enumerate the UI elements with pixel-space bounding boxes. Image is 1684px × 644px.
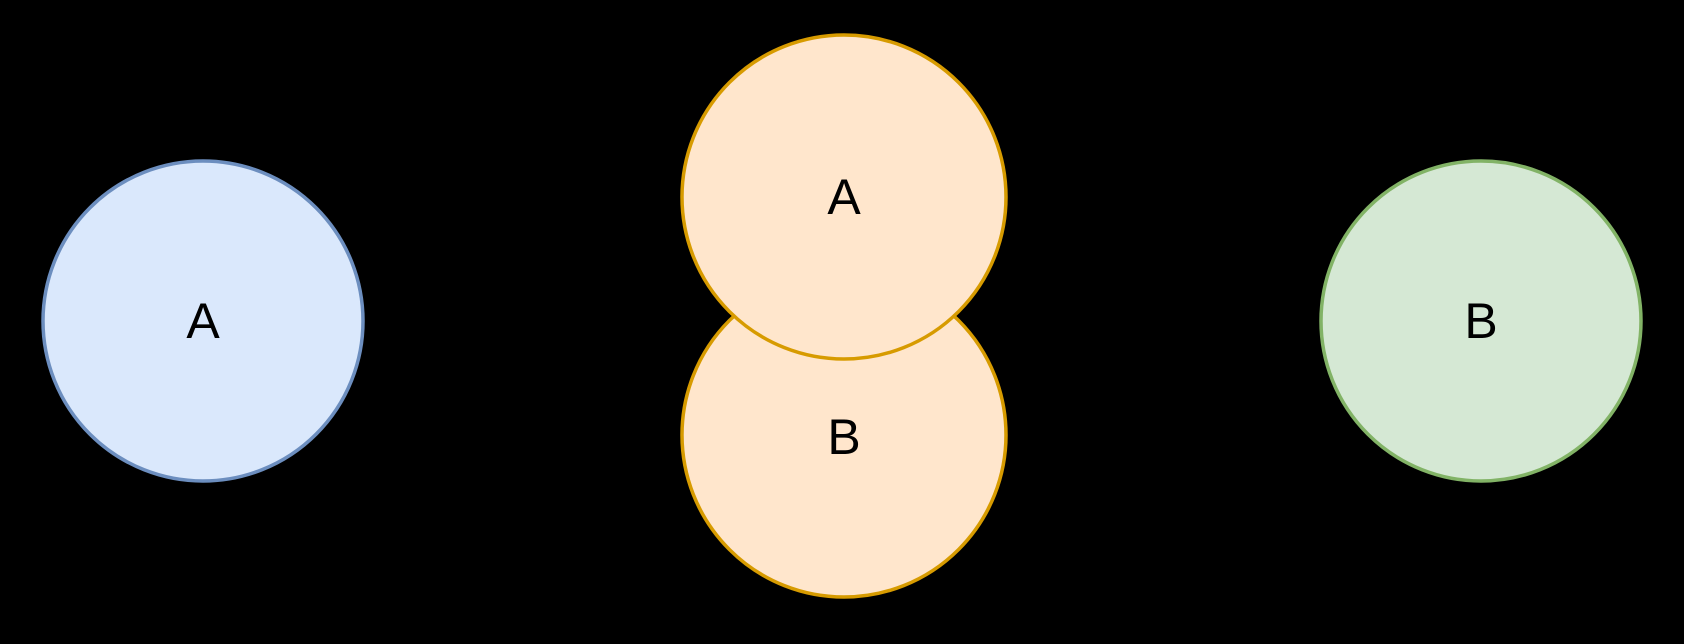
circle-a-middle-top — [680, 33, 1008, 361]
label-middle-circle-a: A — [827, 169, 861, 225]
label-right-circle-b: B — [1464, 293, 1497, 349]
circle-a-left — [41, 159, 365, 483]
circle-b-right — [1319, 159, 1643, 483]
label-left-circle-a: A — [186, 293, 220, 349]
label-middle-circle-b: B — [827, 409, 860, 465]
